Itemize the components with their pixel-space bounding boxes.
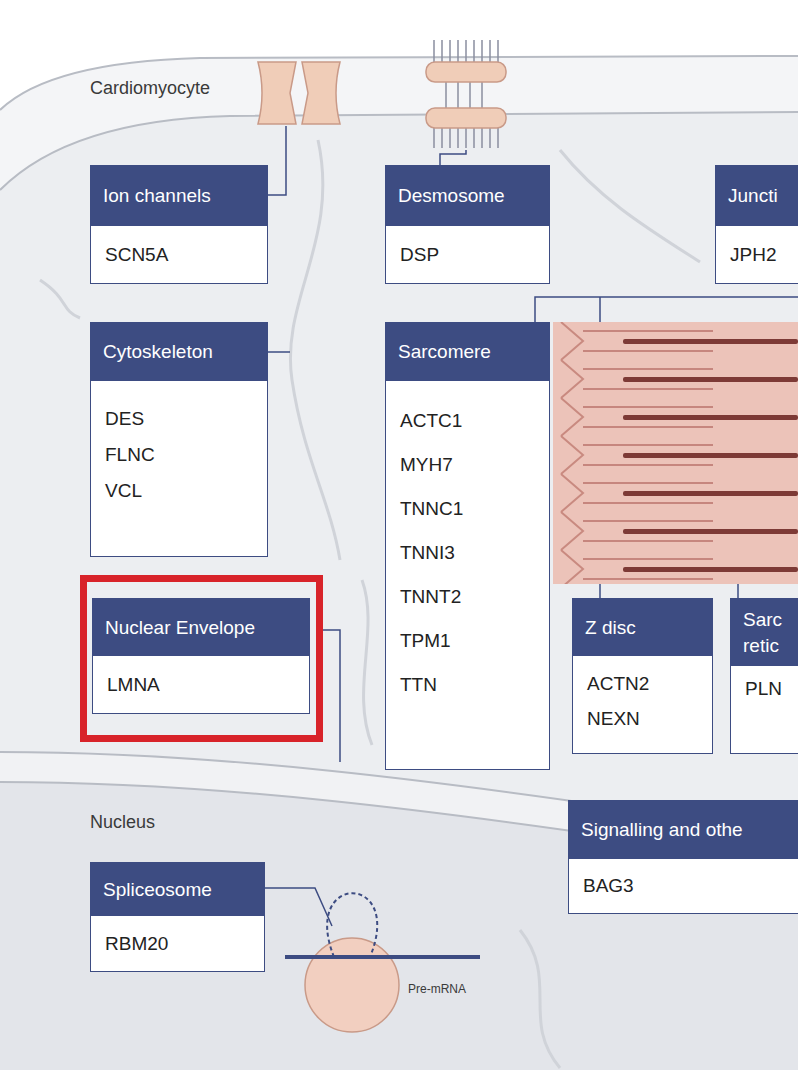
gene-list: PLN (731, 666, 796, 753)
group-heading: Sarc retic (731, 599, 798, 666)
gene-list: LMNA (93, 656, 309, 713)
group-heading: Sarcomere (386, 323, 549, 381)
gene-list: RBM20 (91, 916, 264, 971)
spliceosome-icon (305, 938, 399, 1032)
membrane-line (0, 56, 798, 110)
gene-group-box: SpliceosomeRBM20 (90, 862, 265, 972)
gene-group-box: Z discACTN2 NEXN (572, 598, 713, 754)
gene-list: BAG3 (569, 859, 798, 913)
desmosome-fibres (434, 40, 498, 148)
desmosome-plaque (426, 62, 506, 82)
leader-line (265, 888, 332, 926)
microtubule (40, 280, 80, 318)
region-label: Nucleus (90, 812, 155, 833)
group-heading: Z disc (573, 599, 712, 656)
group-heading: Spliceosome (91, 863, 264, 916)
leader-line (737, 584, 739, 598)
desmosome-plaque (426, 108, 506, 128)
gene-group-box: Sarc reticPLN (730, 598, 798, 754)
sarcomere-bracket (535, 297, 798, 322)
gene-group-box: Nuclear EnvelopeLMNA (92, 598, 310, 714)
ion-channel-icon (302, 62, 340, 124)
leader-line (440, 150, 466, 165)
gene-group-box: DesmosomeDSP (385, 165, 550, 284)
nucleoplasm (0, 782, 798, 1070)
group-heading: Desmosome (386, 166, 549, 226)
microtubule (290, 140, 340, 560)
nuclear-membrane-line (0, 782, 798, 865)
group-heading: Ion channels (91, 166, 267, 226)
ion-channel-icon (258, 62, 296, 124)
gene-group-box: SarcomereACTC1 MYH7 TNNC1 TNNI3 TNNT2 TP… (385, 322, 550, 770)
gene-list: JPH2 (716, 226, 798, 283)
group-heading: Signalling and othe (569, 801, 798, 859)
sarcomere-illustration (553, 322, 798, 584)
gene-group-box: JunctiJPH2 (715, 165, 798, 284)
cytoplasm (0, 112, 798, 1070)
microtubule (560, 150, 700, 262)
group-heading: Cytoskeleton (91, 323, 267, 381)
microtubule (362, 580, 372, 745)
gene-list: DSP (386, 226, 549, 283)
strand-label: Pre-mRNA (408, 982, 466, 996)
gene-group-box: Signalling and otheBAG3 (568, 800, 798, 914)
gene-list: SCN5A (91, 226, 267, 283)
highlight-frame (84, 579, 320, 739)
gene-list: ACTN2 NEXN (573, 656, 663, 753)
gene-list: ACTC1 MYH7 TNNC1 TNNI3 TNNT2 TPM1 TTN (386, 381, 477, 769)
gene-list: DES FLNC VCL (91, 381, 169, 556)
region-label: Cardiomyocyte (90, 78, 210, 99)
intron-loop (327, 893, 377, 957)
chromatin-strand (520, 930, 560, 1068)
gene-group-box: Ion channelsSCN5A (90, 165, 268, 284)
leader-line (268, 351, 290, 353)
pre-mrna-strand (285, 955, 480, 959)
group-heading: Juncti (716, 166, 798, 226)
leader-line (268, 126, 286, 195)
gene-group-box: CytoskeletonDES FLNC VCL (90, 322, 268, 557)
leader-line (599, 584, 601, 598)
group-heading: Nuclear Envelope (93, 599, 309, 656)
